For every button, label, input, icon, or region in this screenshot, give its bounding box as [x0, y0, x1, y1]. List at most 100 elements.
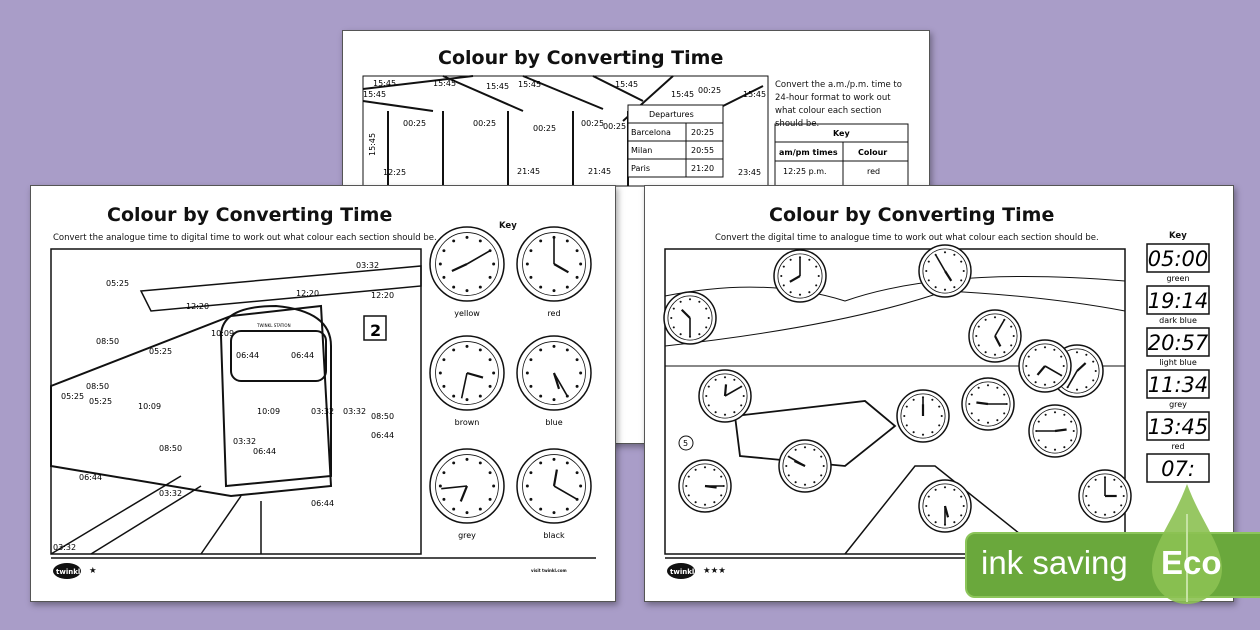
clock-tick: [1092, 360, 1095, 363]
clock-tick: [685, 484, 688, 488]
clock: [429, 226, 505, 302]
clock-tick: [552, 289, 556, 293]
rail-track: [90, 485, 202, 555]
digital-clock: [1146, 285, 1210, 315]
scene-time-label: 15:45: [433, 79, 456, 88]
hour-hand: [1076, 362, 1087, 372]
minute-hand: [1067, 370, 1078, 388]
key-colour-label: dark blue: [1159, 316, 1197, 325]
clock-tick: [996, 386, 999, 389]
clock-tick: [927, 279, 930, 282]
scene-time-label: 05:25: [149, 347, 172, 356]
clock-tick: [1094, 511, 1097, 514]
clock-tick: [1075, 388, 1079, 391]
clock-tick: [815, 284, 818, 287]
clock-tick: [934, 488, 937, 491]
clock-rim: [435, 454, 499, 518]
clock-tick: [452, 239, 456, 243]
digital-time: 11:34: [1148, 373, 1209, 397]
clock-rim: [667, 295, 713, 341]
minute-hand: [724, 386, 742, 397]
digital-clock: [1146, 369, 1210, 399]
clock-tick: [707, 385, 710, 388]
platform-sign: [363, 315, 387, 341]
clock-rim: [702, 373, 748, 419]
clock-tick: [782, 284, 785, 287]
scene-time-label: 10:09: [211, 329, 234, 338]
clock-rim: [1082, 473, 1128, 519]
clock-tick: [452, 461, 456, 465]
clock-tick: [1003, 351, 1006, 354]
clock-tick: [688, 335, 692, 338]
road: [844, 465, 1046, 555]
key-colour-label: yellow: [454, 309, 480, 318]
clock-tick: [565, 461, 569, 465]
clock: [778, 439, 832, 493]
clock-tick: [962, 269, 965, 273]
clock: [773, 249, 827, 303]
clock-tick: [813, 448, 816, 451]
clock-tick: [820, 455, 823, 458]
clock: [698, 369, 752, 423]
scene-time-label: 12:20: [186, 302, 209, 311]
clock-tick: [529, 471, 533, 475]
clock-rim: [922, 248, 968, 294]
clock-tick: [705, 326, 708, 329]
clock-rim: [922, 483, 968, 529]
clock-tick: [442, 249, 446, 253]
sheet-instructions: Convert the a.m./p.m. time to 24-hour fo…: [775, 80, 902, 129]
twinkl-logo-text: twinkl: [56, 568, 80, 576]
station-sign: TWINKL STATION: [256, 323, 291, 328]
clock-tick: [782, 265, 785, 268]
stars: ★: [89, 566, 97, 576]
clock-tick: [478, 239, 482, 243]
scene-time-label: 05:25: [106, 279, 129, 288]
clock-rim: [972, 313, 1018, 359]
clock: [1028, 404, 1082, 458]
digital-time: 05:00: [1148, 247, 1209, 271]
clock-tick: [1010, 344, 1013, 347]
departure-time: 20:25: [691, 128, 714, 137]
digital-clock: [1146, 327, 1210, 357]
clock-tick: [927, 495, 930, 498]
clock-tick: [938, 405, 941, 408]
clock-tick: [488, 358, 492, 362]
clock-tick: [953, 253, 956, 256]
clock-tick: [815, 265, 818, 268]
clock-tick: [986, 421, 990, 424]
departure-time: 20:55: [691, 146, 714, 155]
key-col-header: Colour: [858, 148, 887, 157]
digital-clock: [1146, 243, 1210, 273]
clock-tick: [1043, 383, 1047, 386]
clock-tick: [579, 262, 583, 266]
key-colour-label: grey: [1169, 400, 1187, 409]
clock-tick: [525, 484, 529, 488]
key-colour-label: red: [1171, 442, 1184, 451]
scene-time-label: 03:32: [233, 437, 256, 446]
scene-time-label: 08:50: [96, 337, 119, 346]
clock-tick: [970, 393, 973, 396]
clock-tick: [698, 300, 701, 303]
scene-time-label: 21:45: [517, 167, 540, 176]
clock-tick: [452, 348, 456, 352]
departure-time: 21:20: [691, 164, 714, 173]
clock-tick: [1075, 351, 1079, 354]
clock-tick: [996, 419, 999, 422]
sheet-instructions: Convert the digital time to analogue tim…: [715, 233, 1099, 243]
clock-tick: [931, 398, 934, 401]
scene-time-label: 15:45: [363, 90, 386, 99]
clock-tick: [452, 394, 456, 398]
scene-time-label: 03:32: [53, 543, 76, 552]
scene-time-label: 15:45: [486, 82, 509, 91]
clock-tick: [733, 411, 736, 414]
clock-tick: [1027, 355, 1030, 358]
clock-tick: [1034, 348, 1037, 351]
digital-time: 20:57: [1148, 331, 1209, 355]
clock-tick: [733, 378, 736, 381]
clock-tick: [808, 291, 811, 294]
clock-tick: [986, 384, 990, 387]
hour-hand: [943, 505, 950, 518]
clock-tick: [912, 431, 915, 434]
minute-hand: [1044, 365, 1062, 376]
